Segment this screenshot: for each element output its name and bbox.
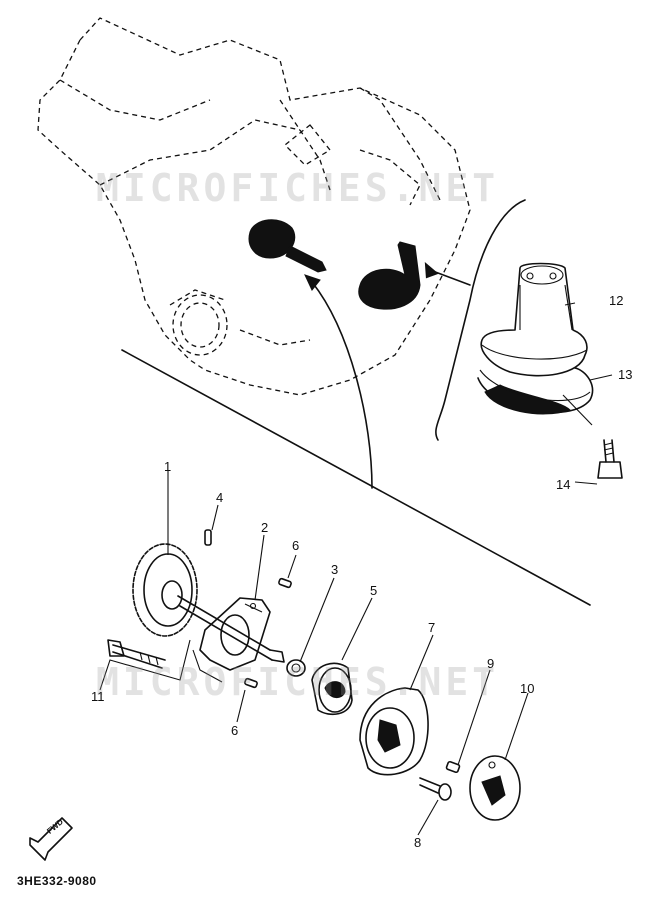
callout-12: 12 [609,293,624,308]
callout-8: 8 [414,835,422,850]
oil-pump-drive-gear [132,543,198,637]
callout-1: 1 [164,459,172,474]
callout-7: 7 [428,620,436,635]
leader-lines [99,302,613,836]
strainer-bolt [597,439,623,479]
pump-cover [359,687,429,776]
callout-14: 14 [556,477,571,492]
callout-9: 9 [487,656,495,671]
watermark-bottom: MICROFICHES.NET [96,660,500,704]
callout-6-lower: 6 [231,723,239,738]
engine-oil-ports [248,219,421,310]
callout-2: 2 [261,520,269,535]
engine-crankcase-outline [37,17,471,396]
outer-rotor [311,662,353,716]
callout-10: 10 [520,681,535,696]
callout-3: 3 [331,562,339,577]
callout-11: 11 [91,689,105,704]
oil-strainer [480,262,588,377]
pump-washer [286,659,306,677]
panel-frame [121,199,591,606]
pump-cover-plate [469,755,521,821]
callout-6-upper: 6 [292,538,300,553]
strainer-gasket [477,367,594,415]
oil-pump-housing [192,597,271,683]
gear-bolt [107,639,166,669]
fwd-arrow-icon [29,817,73,861]
part-code: 3HE332-9080 [17,874,97,888]
assembly-arrows [304,262,471,489]
watermark-top: MICROFICHES.NET [96,166,500,210]
callout-4: 4 [216,490,224,505]
dowel-pins [204,529,461,774]
callout-13: 13 [618,367,633,382]
cover-screw [419,777,452,801]
callout-5: 5 [370,583,378,598]
